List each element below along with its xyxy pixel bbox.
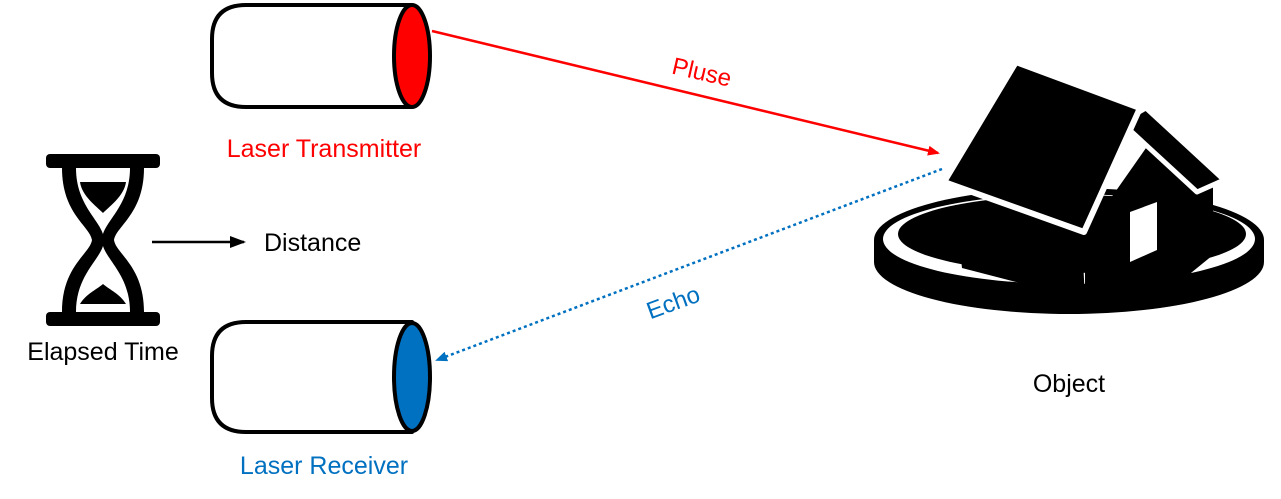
elapsed-time-label: Elapsed Time [27, 338, 178, 366]
laser-receiver-icon [210, 320, 432, 434]
distance-label: Distance [264, 229, 361, 257]
transmitter-label: Laser Transmitter [227, 135, 422, 163]
house-icon [874, 59, 1264, 314]
pulse-label: Pluse [669, 53, 734, 93]
echo-arrow [435, 167, 943, 362]
object-label: Object [1033, 370, 1105, 398]
receiver-label: Laser Receiver [240, 452, 408, 480]
echo-label: Echo [643, 281, 704, 325]
pulse-arrow [431, 29, 940, 156]
hourglass-icon [46, 154, 160, 326]
laser-transmitter-icon [210, 3, 432, 109]
